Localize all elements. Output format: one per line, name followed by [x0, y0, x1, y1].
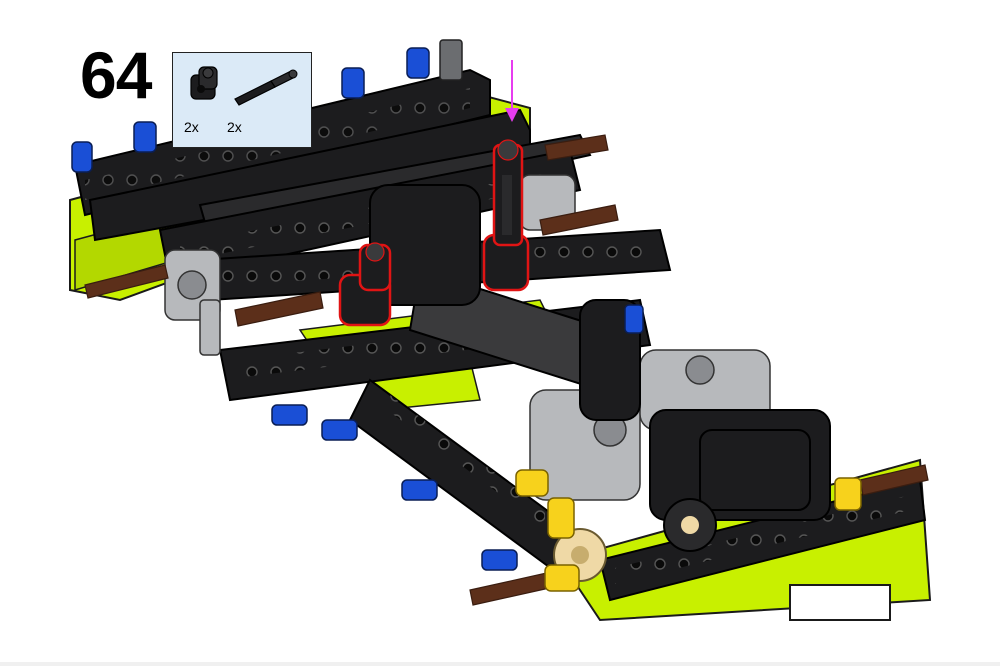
technic-connector-icon	[190, 66, 218, 100]
step-number: 64	[80, 38, 152, 112]
parts-callout-box: 2x 2x	[172, 52, 312, 148]
gears-and-bushes	[515, 469, 862, 592]
new-part-callouts	[338, 139, 530, 327]
page-bottom-bar	[0, 662, 1000, 666]
placement-arrow-icon	[505, 60, 519, 122]
part-quantity: 2x	[184, 119, 199, 135]
new-axle-pin-right	[482, 139, 530, 292]
black-liftarms	[369, 184, 831, 521]
part-quantity: 2x	[227, 119, 242, 135]
brown-axles	[84, 134, 929, 606]
new-connector-left	[338, 242, 392, 327]
grey-axle-top	[439, 39, 463, 81]
technic-axle-pin-icon	[234, 69, 298, 106]
